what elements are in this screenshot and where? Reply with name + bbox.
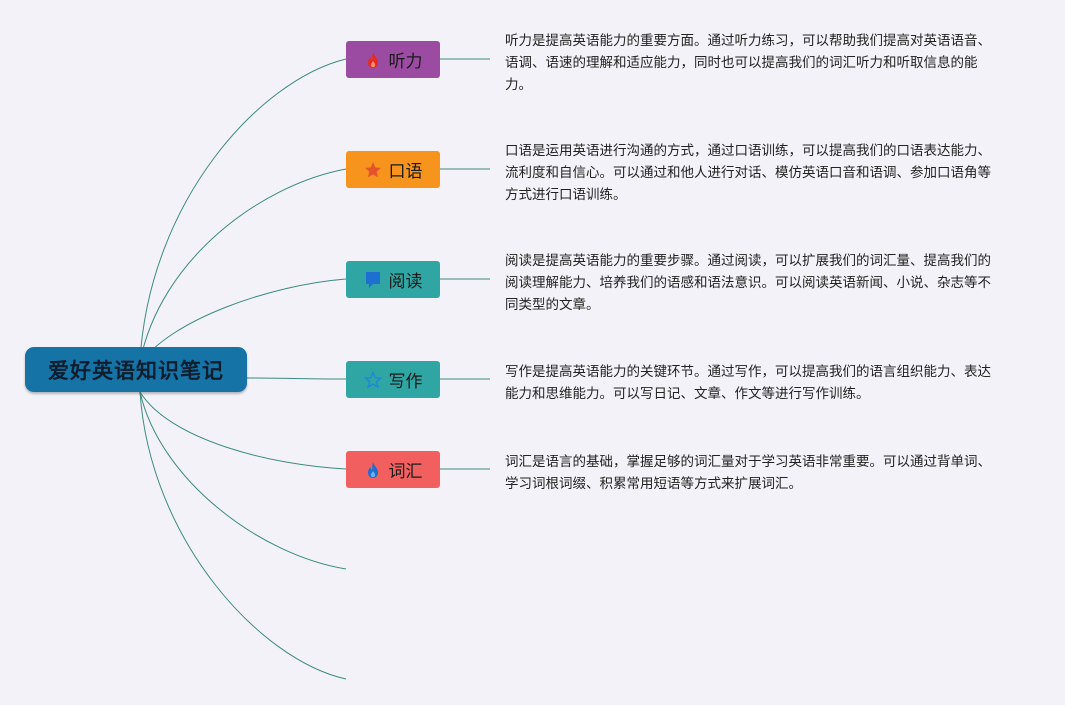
topic-writing[interactable]: 写作 xyxy=(346,361,440,398)
topic-listening[interactable]: 听力 xyxy=(346,41,440,78)
topic-label: 写作 xyxy=(388,372,423,392)
star-icon xyxy=(364,161,382,179)
root-topic[interactable]: 爱好英语知识笔记 xyxy=(25,347,247,392)
description-listening: 听力是提高英语能力的重要方面。通过听力练习，可以帮助我们提高对英语语音、语调、语… xyxy=(505,33,991,93)
description-writing: 写作是提高英语能力的关键环节。通过写作，可以提高我们的语言组织能力、表达能力和思… xyxy=(505,364,991,402)
description-vocabulary: 词汇是语言的基础，掌握足够的词汇量对于学习英语非常重要。可以通过背单词、学习词根… xyxy=(505,454,991,492)
star-outline-icon xyxy=(363,370,382,389)
connector-listen xyxy=(139,58,347,361)
topic-label: 听力 xyxy=(388,52,423,72)
connector-empty-2 xyxy=(139,391,347,680)
connector-vocab xyxy=(139,391,347,470)
fire-icon xyxy=(364,51,382,69)
description-reading: 阅读是提高英语能力的重要步骤。通过阅读，可以扩展我们的词汇量、提高我们的阅读理解… xyxy=(505,253,991,313)
topic-label: 口语 xyxy=(388,162,423,182)
connector-empty-1 xyxy=(139,391,347,570)
fire-icon xyxy=(364,461,382,479)
connector-speak xyxy=(139,168,347,363)
topic-label: 词汇 xyxy=(388,462,423,482)
connector-write xyxy=(246,377,347,380)
description-speaking: 口语是运用英语进行沟通的方式，通过口语训练，可以提高我们的口语表达能力、流利度和… xyxy=(505,143,991,203)
topic-vocabulary[interactable]: 词汇 xyxy=(346,451,440,488)
topic-reading[interactable]: 阅读 xyxy=(346,261,440,298)
topic-label: 阅读 xyxy=(388,272,423,292)
topic-speaking[interactable]: 口语 xyxy=(346,151,440,188)
root-title: 爱好英语知识笔记 xyxy=(48,358,224,383)
flag-icon xyxy=(364,271,382,289)
